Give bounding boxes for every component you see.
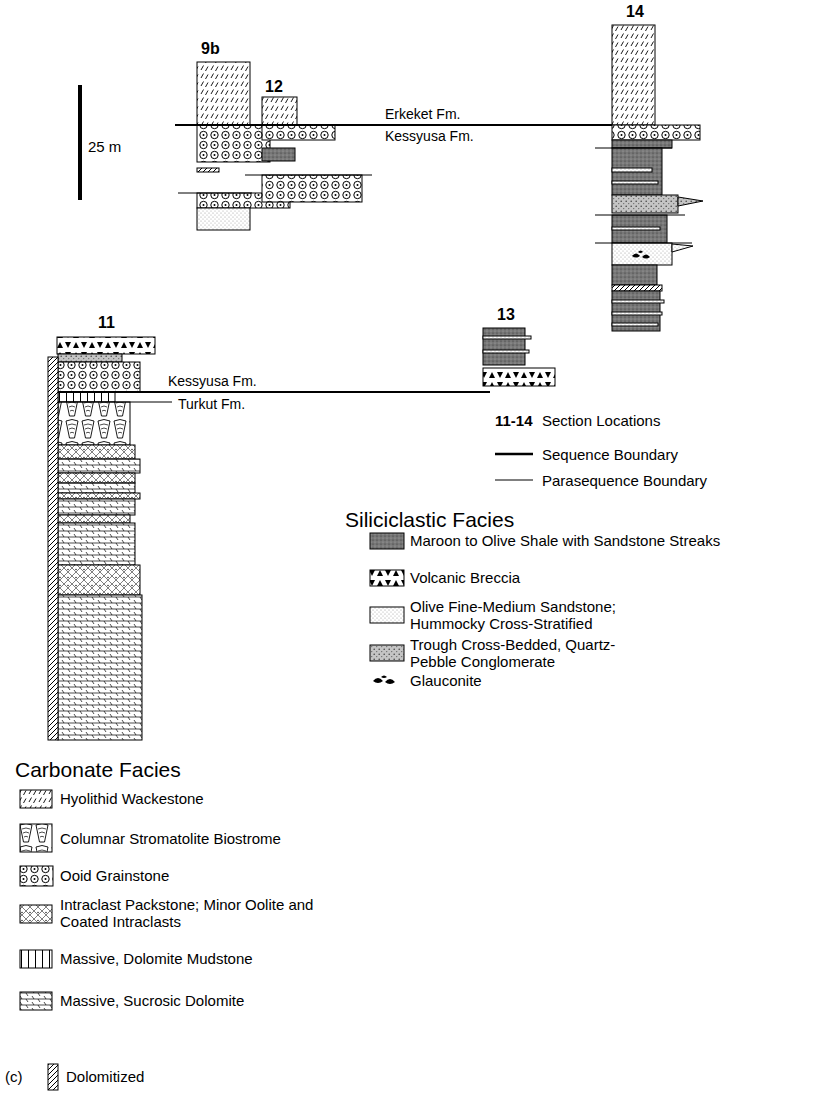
boundary-sample [495,453,533,456]
scale-label: 25 m [88,138,121,155]
legend-heading: Siliciclastic Facies [345,508,514,532]
legend-swatch [18,822,54,854]
section-number: 14 [626,3,644,21]
legend-text: Columnar Stromatolite Biostrome [60,830,281,847]
facies-sample [20,992,52,1010]
section-number: 11 [98,314,115,332]
facies-sample [370,533,404,549]
legend-text: Intraclast Packstone; Minor Oolite and C… [60,896,350,931]
legend-swatch [370,672,404,690]
formation-name: Erkeket Fm. [385,106,460,122]
section-column: 11 [98,314,115,333]
legend-swatch [18,864,55,888]
legend-text: Ooid Grainstone [60,867,169,884]
section-column: 13 [497,306,515,325]
section-number: 9b [201,40,220,58]
scale-bar [78,85,82,200]
boundary-sample [495,480,533,481]
glauconite-sample [373,676,395,685]
facies-sample [370,607,404,623]
facies-sample [20,790,52,808]
legend-swatch [18,903,54,925]
legend-text: Dolomitized [66,1068,144,1085]
legend-text: Parasequence Boundary [542,472,707,489]
legend-text: Olive Fine-Medium Sandstone; Hummocky Cr… [410,598,650,633]
facies-sample [370,570,404,586]
legend-heading: Carbonate Facies [15,758,181,782]
legend-swatch [46,1062,60,1092]
legend-text: Massive, Sucrosic Dolomite [60,992,244,1009]
legend-text: Volcanic Breccia [410,569,520,586]
facies-sample [20,824,52,852]
legend-key-text: Section Locations [542,412,660,429]
boundaries [58,125,692,402]
formation-name: Kessyusa Fm. [168,373,257,389]
legend-swatch [368,531,406,551]
legend-swatch [18,948,54,970]
legend-swatch [368,605,406,625]
legend-text: Trough Cross-Bedded, Quartz-Pebble Congl… [410,636,635,671]
section-column: 12 [265,78,283,97]
legend-text: Maroon to Olive Shale with Sandstone Str… [410,532,720,549]
section-column: 14 [626,3,644,22]
legend-swatch [18,990,54,1012]
facies-sample [48,1064,58,1090]
facies-sample [370,645,404,661]
formation-name: Turkut Fm. [178,396,245,412]
glauconite-symbol [632,251,650,259]
section-number: 12 [265,78,283,96]
facies-sample [20,905,52,923]
legend-swatch [493,477,535,487]
section-column: 9b [201,40,220,59]
legend-text: Sequence Boundary [542,446,678,463]
formation-name: Kessyusa Fm. [385,128,474,144]
legend-swatch [368,643,406,663]
legend-text: Glauconite [410,672,482,689]
facies-sample [20,866,53,886]
beds [48,25,703,740]
section-number: 13 [497,306,515,324]
legend-swatch [18,788,54,810]
facies-sample [20,950,52,968]
legend-swatch [493,451,535,461]
legend-swatch [368,568,406,588]
legend-key-number: 11-14 [495,412,533,429]
panel-letter: (c) [5,1068,23,1085]
legend-text: Hyolithid Wackestone [60,790,204,807]
legend-text: Massive, Dolomite Mudstone [60,950,253,967]
